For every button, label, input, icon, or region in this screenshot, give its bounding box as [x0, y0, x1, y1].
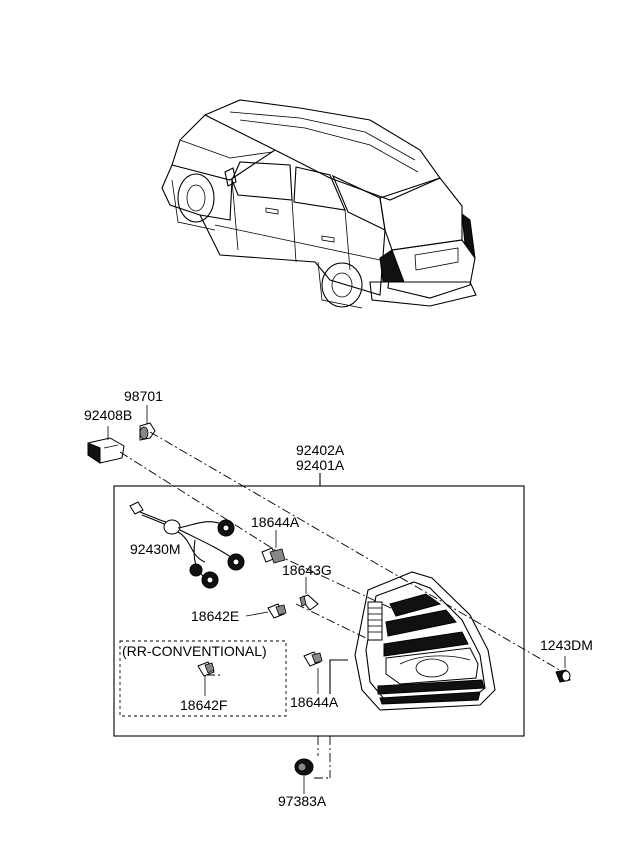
bulb-18644A-bottom	[303, 651, 323, 694]
label-98701: 98701	[124, 388, 163, 404]
bulb-18643G	[299, 577, 319, 611]
label-92401A: 92401A	[296, 457, 345, 473]
rear-combination-lamp	[354, 571, 566, 711]
screw-1243DM	[555, 669, 571, 683]
bulb-18644A-top	[261, 530, 286, 564]
label-18643G: 18643G	[282, 562, 332, 578]
wiring-harness-92430M	[129, 501, 245, 589]
grommet-97383A	[294, 736, 331, 794]
label-rr-conventional: (RR-CONVENTIONAL)	[122, 643, 267, 659]
label-97383A: 97383A	[278, 793, 327, 809]
label-1243DM: 1243DM	[540, 637, 593, 653]
label-92402A: 92402A	[296, 442, 345, 458]
label-18644A-top: 18644A	[251, 514, 300, 530]
vehicle-illustration	[161, 99, 477, 309]
bulb-18642F	[197, 661, 215, 696]
label-18644A-bottom: 18644A	[290, 694, 339, 710]
label-92408B: 92408B	[84, 407, 132, 423]
assembly-line-1243DM	[149, 431, 571, 677]
assembly-frame	[113, 485, 525, 737]
rr-conventional-box	[119, 640, 287, 717]
label-18642E: 18642E	[191, 608, 239, 624]
label-18642F: 18642F	[180, 697, 227, 713]
bulb-18642E	[245, 603, 287, 619]
grommet-98701	[139, 405, 156, 441]
label-92430M: 92430M	[130, 541, 181, 557]
socket-block-92408B	[87, 426, 125, 464]
part-labels: 98701 92408B 92402A 92401A 18644A 92430M…	[84, 388, 593, 809]
